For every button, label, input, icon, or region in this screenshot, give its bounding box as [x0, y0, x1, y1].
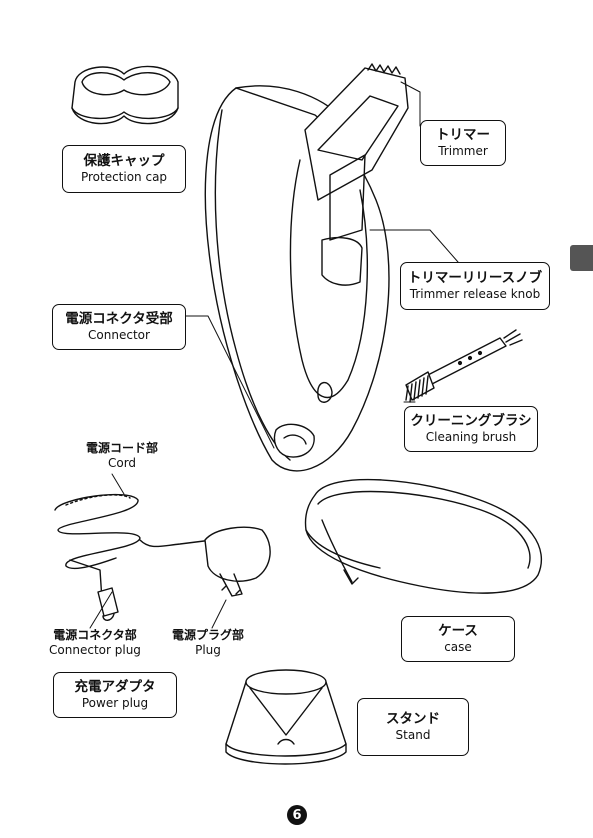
cord-jp: 電源コード部: [85, 441, 158, 455]
leader-lines: [89, 81, 459, 629]
power-plug-label: 充電アダプタ Power plug: [53, 672, 177, 718]
stand-drawing: [225, 669, 347, 765]
case-jp: ケース: [438, 623, 478, 640]
connector-label: 電源コネクタ受部 Connector: [52, 304, 186, 350]
connector-plug-jp: 電源コネクタ部: [53, 628, 137, 642]
protection-cap-en: Protection cap: [80, 169, 168, 184]
cord-drawing: [54, 493, 271, 621]
case-label: ケース case: [401, 616, 515, 662]
trimmer-release-knob-jp: トリマーリリースノブ: [407, 270, 543, 287]
shaver-drawing: [204, 63, 409, 472]
cleaning-brush-label: クリーニングブラシ Cleaning brush: [404, 406, 538, 452]
power-plug-jp: 充電アダプタ: [74, 679, 156, 696]
cord-en: Cord: [107, 456, 137, 470]
page-number: 6: [287, 805, 307, 825]
section-tab: [570, 245, 593, 271]
cleaning-brush-jp: クリーニングブラシ: [410, 413, 532, 430]
stand-jp: スタンド: [386, 711, 440, 728]
trimmer-label: トリマー Trimmer: [420, 120, 506, 166]
protection-cap-label: 保護キャップ Protection cap: [62, 145, 186, 193]
trimmer-release-knob-label: トリマーリリースノブ Trimmer release knob: [400, 262, 550, 310]
plug-jp: 電源プラグ部: [171, 628, 244, 642]
stand-en: Stand: [395, 727, 431, 742]
case-drawing: [304, 478, 543, 594]
power-plug-en: Power plug: [81, 695, 149, 710]
connector-plug-en: Connector plug: [49, 643, 141, 657]
connector-jp: 電源コネクタ受部: [65, 311, 173, 328]
connector-plug-label: 電源コネクタ部 Connector plug: [40, 628, 150, 658]
trimmer-release-knob-en: Trimmer release knob: [409, 286, 541, 301]
trimmer-jp: トリマー: [436, 127, 490, 144]
connector-en: Connector: [88, 327, 150, 342]
cleaning-brush-drawing: [405, 329, 523, 403]
stand-label: スタンド Stand: [357, 698, 469, 756]
cord-label: 電源コード部 Cord: [72, 441, 172, 471]
case-en: case: [444, 639, 472, 654]
cleaning-brush-en: Cleaning brush: [425, 429, 517, 444]
plug-en: Plug: [195, 643, 221, 657]
trimmer-en: Trimmer: [438, 143, 488, 158]
protection-cap-drawing: [71, 65, 179, 125]
protection-cap-jp: 保護キャップ: [83, 153, 165, 170]
plug-label: 電源プラグ部 Plug: [158, 628, 258, 658]
